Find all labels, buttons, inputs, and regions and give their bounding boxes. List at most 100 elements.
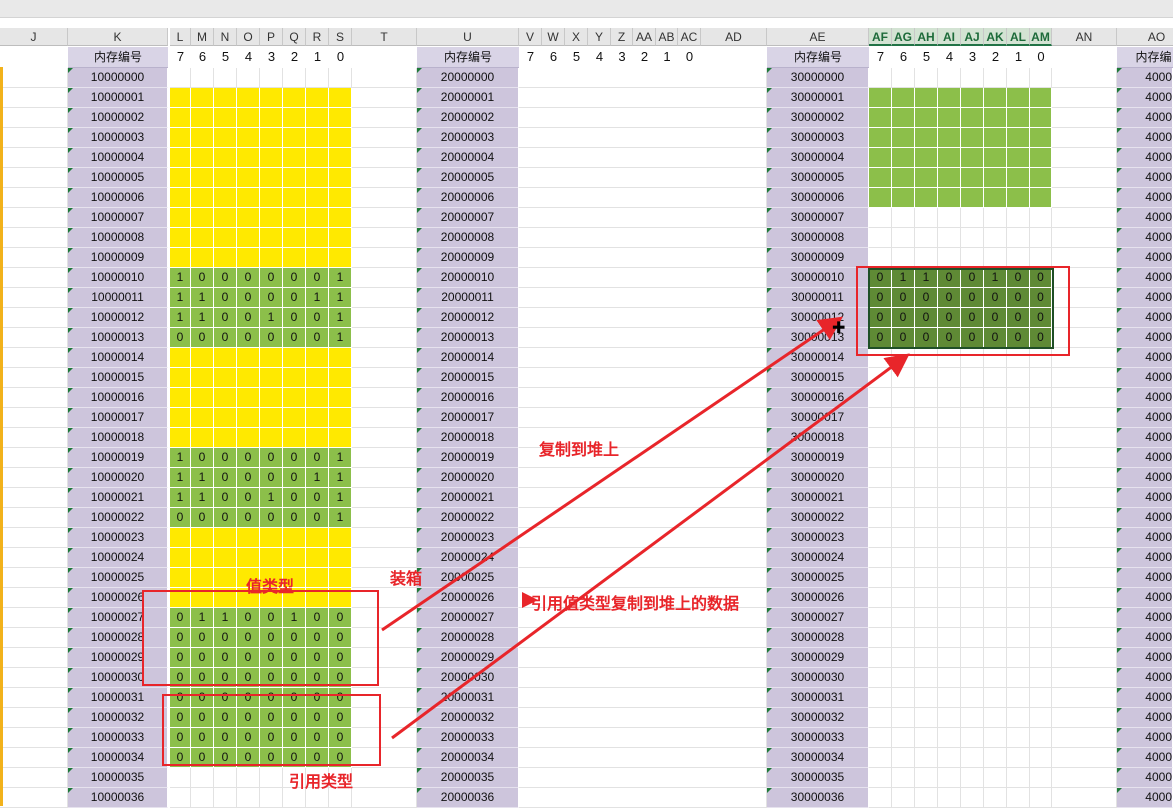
heap-2-cells[interactable] xyxy=(519,748,767,768)
cell-t[interactable] xyxy=(352,368,417,388)
cell-j[interactable] xyxy=(0,788,68,808)
heap-bit-cell[interactable]: 0 xyxy=(961,268,984,288)
stack-address[interactable]: 10000013 xyxy=(68,328,168,348)
column-header-aa[interactable]: AA xyxy=(633,28,656,46)
heap-2-cells[interactable] xyxy=(519,708,767,728)
heap-address-3[interactable]: 30000018 xyxy=(767,428,869,448)
heap-bit-cell[interactable] xyxy=(961,588,984,608)
heap-address-4[interactable]: 4000 xyxy=(1117,708,1173,728)
heap-address-2[interactable]: 20000015 xyxy=(417,368,519,388)
heap-bit-cell[interactable] xyxy=(915,788,938,808)
stack-bit-cell[interactable]: 0 xyxy=(283,288,306,308)
column-header-x[interactable]: X xyxy=(565,28,588,46)
heap-bit-cell[interactable] xyxy=(1030,548,1052,568)
heap-bit-cell[interactable] xyxy=(961,388,984,408)
stack-bit-cell[interactable] xyxy=(306,128,329,148)
heap-address-4[interactable]: 4000 xyxy=(1117,388,1173,408)
heap-bit-cell[interactable] xyxy=(915,488,938,508)
stack-bit-cell[interactable] xyxy=(329,188,352,208)
cell-j[interactable] xyxy=(0,428,68,448)
heap-address-4[interactable]: 4000 xyxy=(1117,688,1173,708)
stack-bit-cell[interactable] xyxy=(306,388,329,408)
stack-bit-cell[interactable] xyxy=(260,128,283,148)
heap-bit-cell[interactable] xyxy=(892,408,915,428)
stack-bit-cell[interactable] xyxy=(260,208,283,228)
cell-an[interactable] xyxy=(1052,748,1117,768)
stack-bit-cell[interactable]: 0 xyxy=(191,668,214,688)
cell-j[interactable] xyxy=(0,528,68,548)
heap-bit-cell[interactable] xyxy=(915,528,938,548)
heap-bit-cell[interactable] xyxy=(984,668,1007,688)
stack-bit-cell[interactable]: 0 xyxy=(283,708,306,728)
column-header-ae[interactable]: AE xyxy=(767,28,869,46)
stack-bit-cell[interactable] xyxy=(214,568,237,588)
stack-bit-cell[interactable] xyxy=(170,548,191,568)
cell-t[interactable] xyxy=(352,288,417,308)
stack-bit-cell[interactable]: 1 xyxy=(329,468,352,488)
heap-bit-cell[interactable] xyxy=(892,368,915,388)
cell-an[interactable] xyxy=(1052,488,1117,508)
stack-bit-cell[interactable]: 0 xyxy=(170,728,191,748)
stack-bit-cell[interactable]: 0 xyxy=(170,648,191,668)
stack-bit-cell[interactable] xyxy=(191,88,214,108)
heap-2-cells[interactable] xyxy=(519,508,767,528)
stack-bit-cell[interactable]: 0 xyxy=(237,748,260,768)
heap-address-2[interactable]: 20000000 xyxy=(417,68,519,88)
cell-an[interactable] xyxy=(1052,288,1117,308)
stack-bit-cell[interactable]: 0 xyxy=(214,468,237,488)
cell-j[interactable] xyxy=(0,608,68,628)
stack-bit-cell[interactable]: 0 xyxy=(306,668,329,688)
heap-bit-cell[interactable] xyxy=(869,648,892,668)
stack-bit-cell[interactable]: 0 xyxy=(237,488,260,508)
stack-bit-cell[interactable] xyxy=(214,588,237,608)
heap-bit-cell[interactable] xyxy=(961,748,984,768)
heap-bit-cell[interactable]: 1 xyxy=(915,268,938,288)
heap-address-4[interactable]: 4000 xyxy=(1117,108,1173,128)
heap-bit-cell[interactable] xyxy=(938,468,961,488)
heap-address-2[interactable]: 20000025 xyxy=(417,568,519,588)
cell-j[interactable] xyxy=(0,488,68,508)
stack-bit-cell[interactable]: 0 xyxy=(214,508,237,528)
stack-bit-cell[interactable]: 0 xyxy=(170,328,191,348)
heap-address-2[interactable]: 20000024 xyxy=(417,548,519,568)
cell-j[interactable] xyxy=(0,448,68,468)
stack-bit-cell[interactable]: 0 xyxy=(237,628,260,648)
stack-bit-cell[interactable]: 0 xyxy=(306,608,329,628)
cell-j[interactable] xyxy=(0,308,68,328)
heap-bit-cell[interactable] xyxy=(984,448,1007,468)
stack-bit-cell[interactable] xyxy=(214,128,237,148)
heap-bit-cell[interactable] xyxy=(938,148,961,168)
stack-bit-cell[interactable]: 0 xyxy=(283,328,306,348)
heap-address-4[interactable]: 4000 xyxy=(1117,268,1173,288)
cell-an[interactable] xyxy=(1052,468,1117,488)
heap-bit-cell[interactable] xyxy=(984,648,1007,668)
cell-an[interactable] xyxy=(1052,408,1117,428)
heap-address-3[interactable]: 30000032 xyxy=(767,708,869,728)
heap-bit-cell[interactable] xyxy=(892,628,915,648)
heap-address-2[interactable]: 20000036 xyxy=(417,788,519,808)
stack-bit-cell[interactable]: 0 xyxy=(237,508,260,528)
cell-an[interactable] xyxy=(1052,308,1117,328)
heap-address-3[interactable]: 30000008 xyxy=(767,228,869,248)
heap-bit-cell[interactable] xyxy=(892,708,915,728)
cell-an[interactable] xyxy=(1052,628,1117,648)
stack-bit-cell[interactable]: 0 xyxy=(191,748,214,768)
heap-address-2[interactable]: 20000011 xyxy=(417,288,519,308)
heap-bit-cell[interactable] xyxy=(869,168,892,188)
stack-bit-cell[interactable] xyxy=(283,368,306,388)
heap-bit-cell[interactable] xyxy=(869,768,892,788)
heap-bit-cell[interactable] xyxy=(984,108,1007,128)
stack-bit-cell[interactable]: 0 xyxy=(237,468,260,488)
column-header-u[interactable]: U xyxy=(417,28,519,46)
cell-j[interactable] xyxy=(0,288,68,308)
stack-address[interactable]: 10000011 xyxy=(68,288,168,308)
heap-bit-cell[interactable] xyxy=(961,348,984,368)
stack-bit-cell[interactable] xyxy=(191,548,214,568)
heap-bit-cell[interactable] xyxy=(961,208,984,228)
column-header-ab[interactable]: AB xyxy=(656,28,678,46)
stack-bit-cell[interactable] xyxy=(260,388,283,408)
cell-an[interactable] xyxy=(1052,708,1117,728)
heap-bit-cell[interactable] xyxy=(984,688,1007,708)
cell-an[interactable] xyxy=(1052,268,1117,288)
stack-bit-cell[interactable] xyxy=(260,528,283,548)
